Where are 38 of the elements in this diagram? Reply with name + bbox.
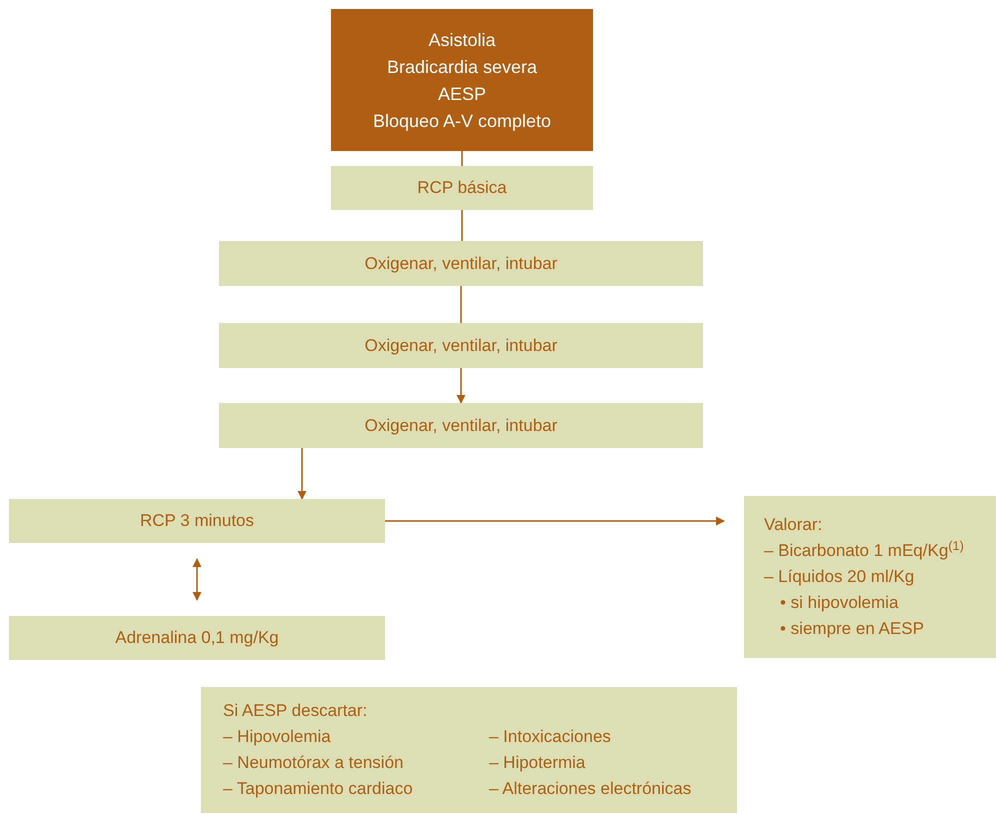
node-text: – Hipovolemia xyxy=(223,726,331,748)
arrow xyxy=(385,516,725,526)
node-text: Bradicardia severa xyxy=(386,56,538,78)
condition-box xyxy=(331,9,593,151)
connector-line xyxy=(461,210,463,241)
node-text: RCP 3 minutos xyxy=(140,510,254,532)
node-text: – Alteraciones electrónicas xyxy=(489,778,692,800)
process-box xyxy=(219,403,703,448)
node-text: – Líquidos 20 ml/Kg xyxy=(764,566,916,588)
node-text: Oxigenar, ventilar, intubar xyxy=(364,252,558,274)
node-text: Adrenalina 0,1 mg/Kg xyxy=(115,627,279,649)
arrow xyxy=(192,558,202,601)
process-box xyxy=(219,241,703,286)
assessment-box xyxy=(744,496,996,658)
node-text: Oxigenar, ventilar, intubar xyxy=(364,334,558,356)
process-box xyxy=(9,616,385,660)
node-text: Asistolia xyxy=(428,28,496,50)
node-text: Bloqueo A-V completo xyxy=(372,110,552,132)
node-text: AESP xyxy=(438,82,486,104)
connector-line xyxy=(460,286,462,323)
node-text: Si AESP descartar: xyxy=(223,700,368,722)
process-box xyxy=(219,323,703,368)
node-text: – Neumotórax a tensión xyxy=(223,752,404,774)
checklist-box xyxy=(201,687,737,813)
node-text: Valorar: xyxy=(764,514,824,536)
node-text: – Intoxicaciones xyxy=(489,726,611,748)
node-text: Oxigenar, ventilar, intubar xyxy=(364,414,558,436)
node-text: – Taponamiento cardiaco xyxy=(223,778,413,800)
process-box xyxy=(331,166,593,210)
node-text: RCP básica xyxy=(417,177,507,199)
connector-line xyxy=(461,151,463,166)
arrow xyxy=(298,448,306,500)
arrow xyxy=(456,368,466,404)
node-text: – Bicarbonato 1 mEq/Kg$^{(1)}$ xyxy=(764,540,965,562)
node-text: • si hipovolemia xyxy=(779,592,900,614)
process-box xyxy=(9,499,385,543)
node-text: – Hipotermia xyxy=(489,752,586,774)
node-text: • siempre en AESP xyxy=(779,618,925,640)
